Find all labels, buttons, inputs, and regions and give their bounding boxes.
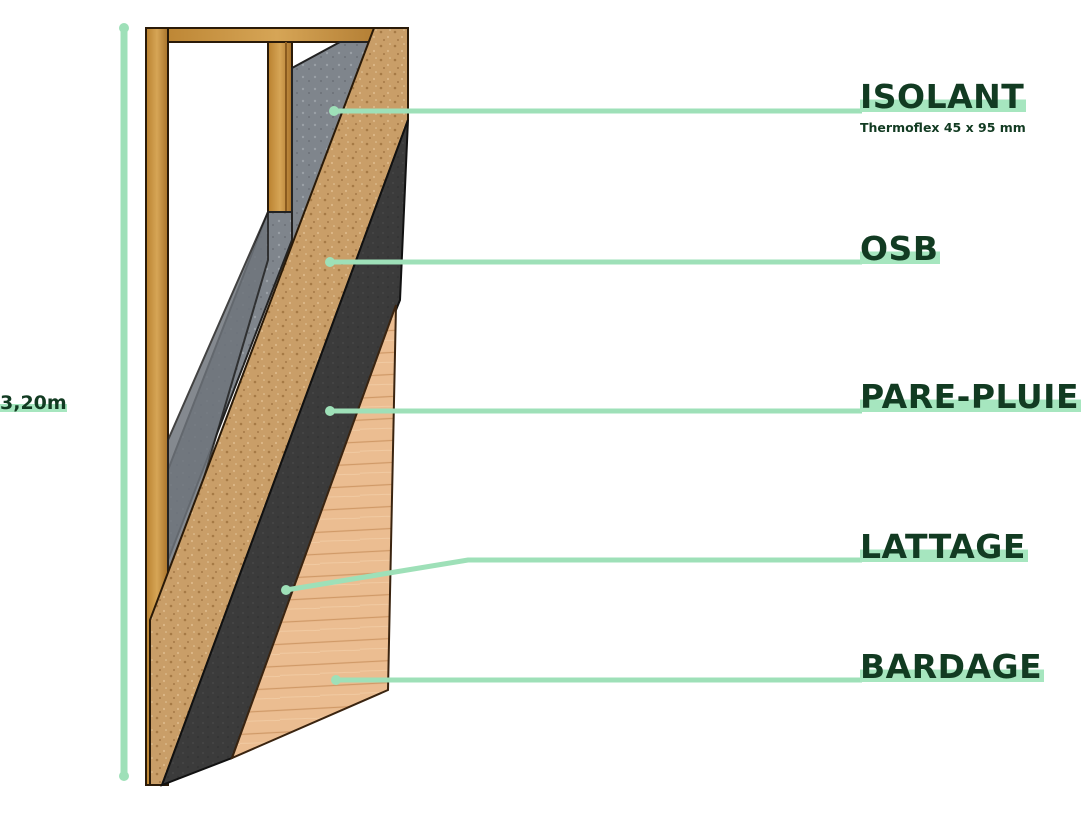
height-label: 3,20m — [0, 392, 67, 414]
label-pare-pluie: PARE-PLUIE — [860, 377, 1082, 416]
cladding-layer — [230, 304, 397, 760]
label-lattage: LATTAGE — [860, 527, 1028, 566]
leader-lines — [281, 106, 862, 685]
label-osb: OSB — [860, 229, 941, 268]
height-dimension — [119, 23, 129, 781]
label-isolant: ISOLANT — [860, 77, 1027, 116]
sublabel-isolant: Thermoflex 45 x 95 mm — [860, 120, 1026, 135]
label-bardage: BARDAGE — [860, 647, 1045, 686]
